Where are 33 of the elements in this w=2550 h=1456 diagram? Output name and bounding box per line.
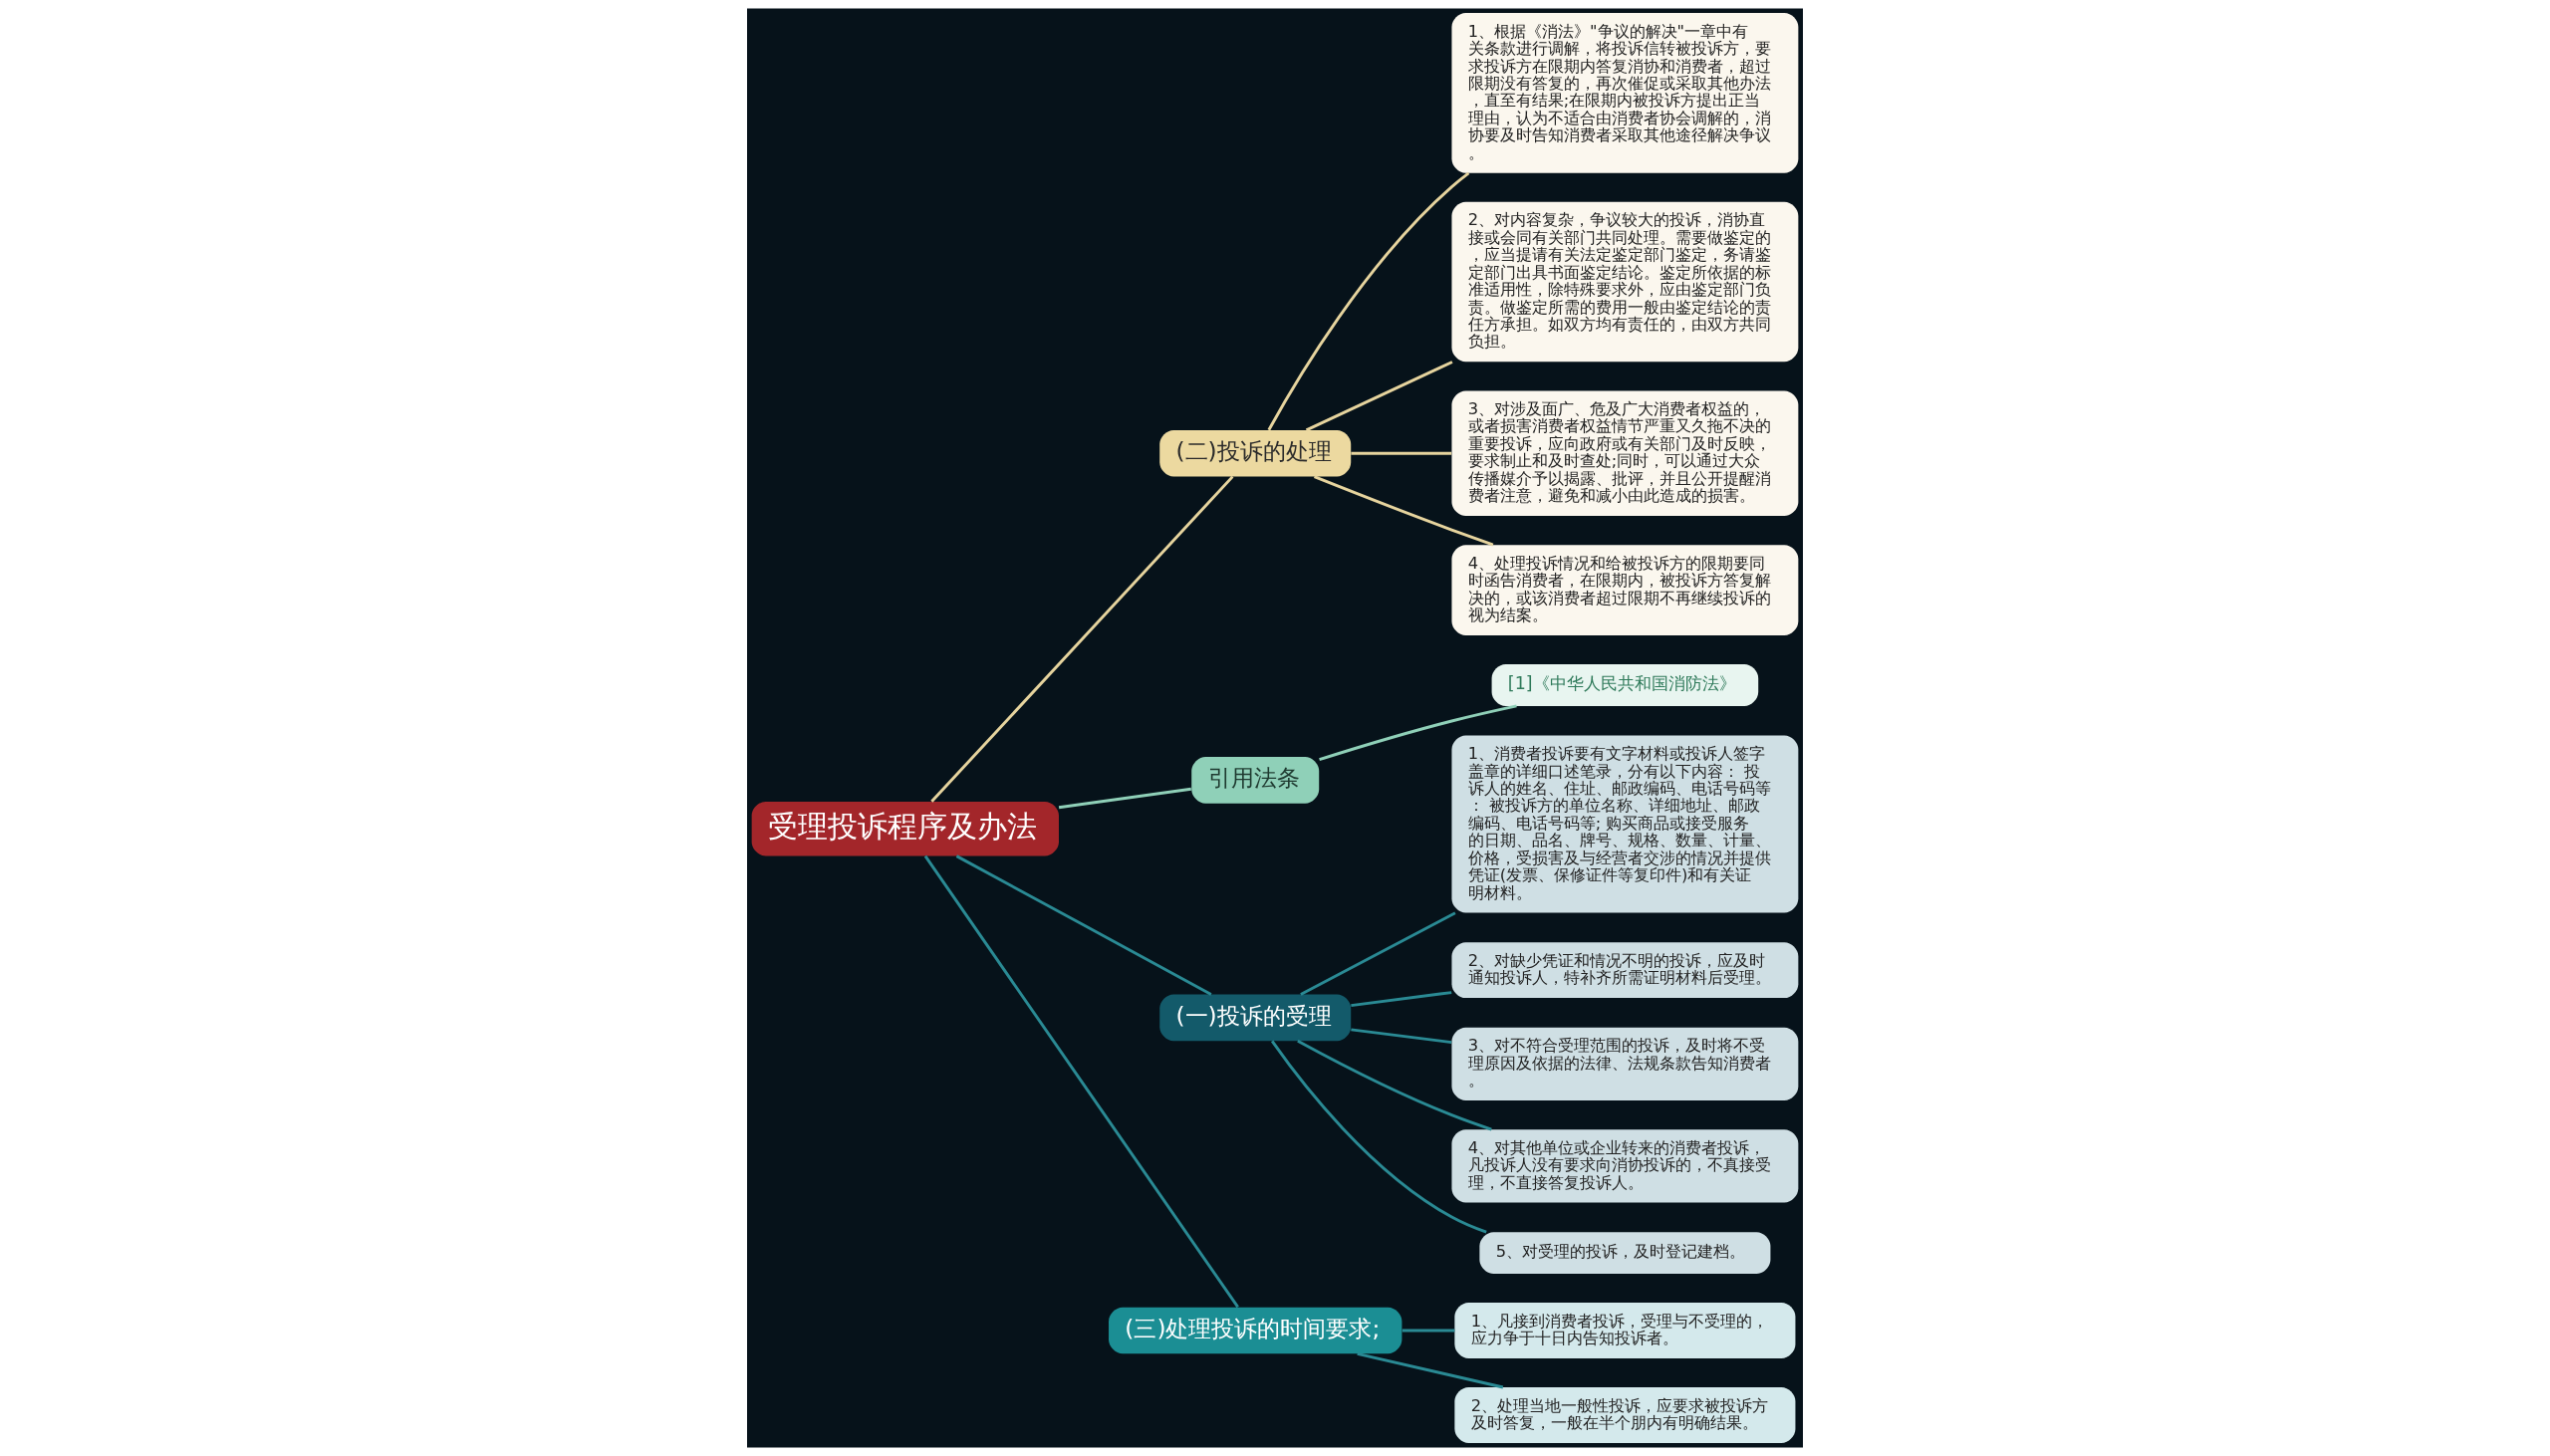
connector <box>1267 171 1470 431</box>
node-box: (二)投诉的处理 <box>1159 429 1352 477</box>
connector <box>1300 911 1456 996</box>
node-box: (三)处理投诉的时间要求; <box>1109 1307 1402 1354</box>
connector <box>1270 1040 1487 1234</box>
node-box: (一)投诉的受理 <box>1159 994 1352 1042</box>
connector <box>1058 787 1191 810</box>
connector <box>1313 475 1494 547</box>
connector <box>955 854 1212 996</box>
connector <box>1319 704 1517 762</box>
node-box: 2、处理当地一般性投诉，应要求被投诉方及时答复，一般在半个朋内有明确结果。 <box>1454 1387 1796 1443</box>
connector <box>923 854 1239 1309</box>
connector <box>1357 1351 1504 1389</box>
node-box: 1、凡接到消费者投诉，受理与不受理的，应力争于十日内告知投诉者。 <box>1454 1303 1796 1358</box>
connector <box>1305 361 1453 432</box>
node-box: 2、对缺少凭证和情况不明的投诉，应及时通知投诉人，特补齐所需证明材料后受理。 <box>1451 942 1799 999</box>
connector <box>1297 1039 1492 1131</box>
node-box: 2、对内容复杂，争议较大的投诉，消协直接或会同有关部门共同处理。需要做鉴定的，应当提请有关法定鉴定部门鉴定，务请鉴定部门出具书面鉴定结论。鉴定所依据的标准适用性，除特殊要求外，应由鉴定部门负责。做鉴定所需的费用一般由鉴定结论的责任方承担。如双方均有责任的，由双方共同负担。 <box>1451 201 1799 363</box>
node-box: 1、消费者投诉要有文字材料或投诉人签字盖章的详细口述笔录，分有以下内容： 投诉人的姓名、住址、邮政编码、电话号码等： 被投诉方的单位名称、详细地址、邮政编码、电话号码等; 购买商品或接受服务的日期、品名、牌号、规格、数量、计量、价格，受损害及与经营者交涉的情况并提供凭证(发票、保修证件等复印件)和有关证明材料。 <box>1451 735 1799 913</box>
connector <box>1351 991 1452 1008</box>
node-box: 5、对受理的投诉，及时登记建档。 <box>1479 1232 1771 1275</box>
connector <box>1351 451 1452 455</box>
connector <box>930 475 1234 803</box>
node-box: 3、对不符合受理范围的投诉，及时将不受理原因及依据的法律、法规条款告知消费者。 <box>1451 1027 1799 1101</box>
connector <box>1351 1028 1452 1045</box>
node-box: 1、根据《消法》"争议的解决"一章中有关条款进行调解，将投诉信转被投诉方，要求投诉方在限期内答复消协和消费者，超过限期没有答复的，再次催促或采取其他办法，直至有结果;在限期内被投诉方提出正当理由，认为不适合由消费者协会调解的，消协要及时告知消费者采取其他途径解决争议。 <box>1451 13 1799 173</box>
connector <box>1402 1329 1455 1333</box>
node-box: 4、处理投诉情况和给被投诉方的限期要同时函告消费者，在限期内，被投诉方答复解决的，或该消费者超过限期不再继续投诉的视为结案。 <box>1451 545 1799 635</box>
node-box: 4、对其他单位或企业转来的消费者投诉，凡投诉人没有要求向消协投诉的，不真接受理，不直接答复投诉人。 <box>1451 1129 1799 1203</box>
node-box: 受理投诉程序及办法 <box>751 801 1059 856</box>
node-box: [1]《中华人民共和国消防法》 <box>1491 664 1759 706</box>
node-box: 引用法条 <box>1191 757 1320 804</box>
node-box: 3、对涉及面广、危及广大消费者权益的，或者损害消费者权益情节严重又久拖不决的重要投诉，应向政府或有关部门及时反映，要求制止和及时查处;同时，可以通过大众传播媒介予以揭露、批评，并且公开提醒消费者注意，避免和减小由此造成的损害。 <box>1451 390 1799 517</box>
